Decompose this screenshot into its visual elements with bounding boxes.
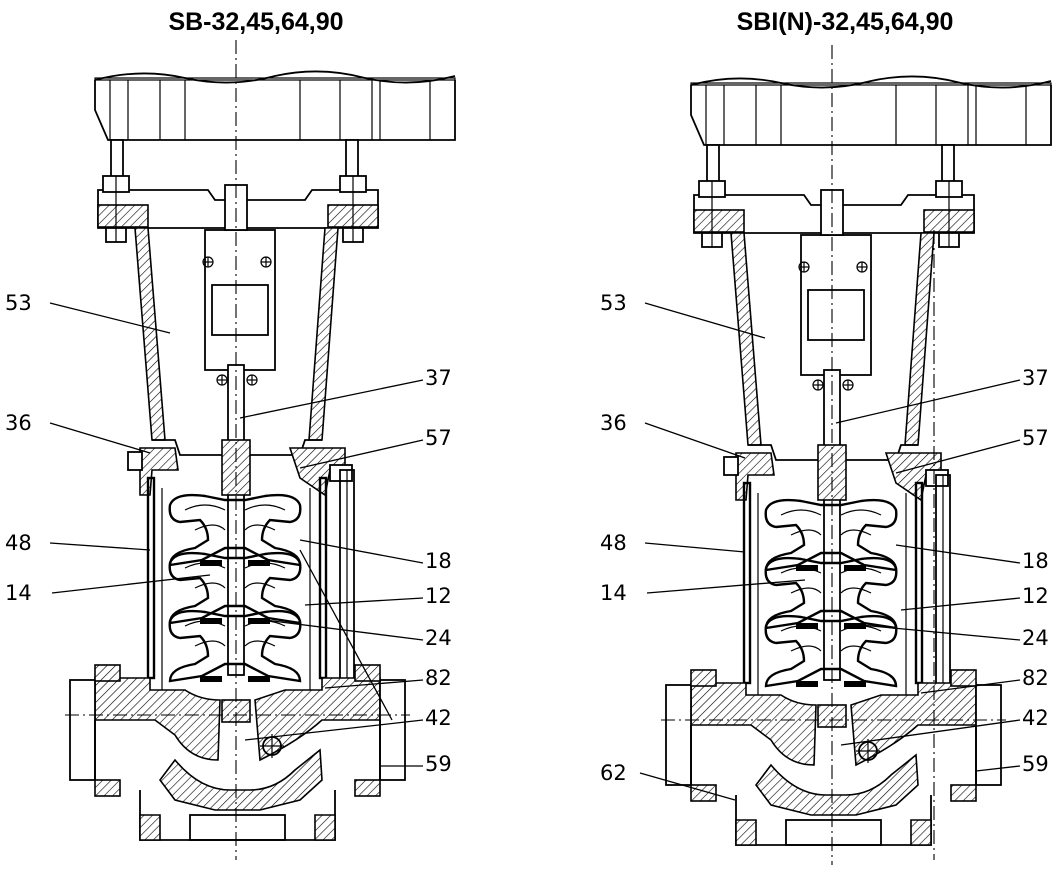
callout-62: 62 [600, 761, 627, 785]
callout-53: 53 [5, 291, 32, 315]
callout-36: 36 [600, 411, 627, 435]
callout-14: 14 [5, 581, 32, 605]
callout-42: 42 [425, 706, 452, 730]
callout-82: 82 [1022, 666, 1049, 690]
right-callouts: 53 36 48 14 62 37 57 18 12 24 82 42 59 [600, 291, 1049, 801]
callout-37: 37 [1022, 366, 1049, 390]
callout-59: 59 [425, 752, 452, 776]
callout-18: 18 [425, 549, 452, 573]
left-pump-drawing [65, 40, 455, 860]
callout-57: 57 [425, 426, 452, 450]
callout-12: 12 [425, 584, 452, 608]
callout-14: 14 [600, 581, 627, 605]
right-pump-drawing [661, 45, 1051, 865]
callout-53: 53 [600, 291, 627, 315]
left-callouts: 53 36 48 14 37 57 18 12 24 82 42 59 [5, 291, 452, 776]
callout-24: 24 [425, 626, 452, 650]
callout-59: 59 [1022, 752, 1049, 776]
callout-57: 57 [1022, 426, 1049, 450]
callout-48: 48 [600, 531, 627, 555]
callout-48: 48 [5, 531, 32, 555]
callout-42: 42 [1022, 706, 1049, 730]
left-view-title: SB-32,45,64,90 [168, 8, 343, 36]
callout-12: 12 [1022, 584, 1049, 608]
callout-37: 37 [425, 366, 452, 390]
callout-36: 36 [5, 411, 32, 435]
callout-24: 24 [1022, 626, 1049, 650]
callout-82: 82 [425, 666, 452, 690]
callout-18: 18 [1022, 549, 1049, 573]
right-view-title: SBI(N)-32,45,64,90 [737, 8, 954, 36]
